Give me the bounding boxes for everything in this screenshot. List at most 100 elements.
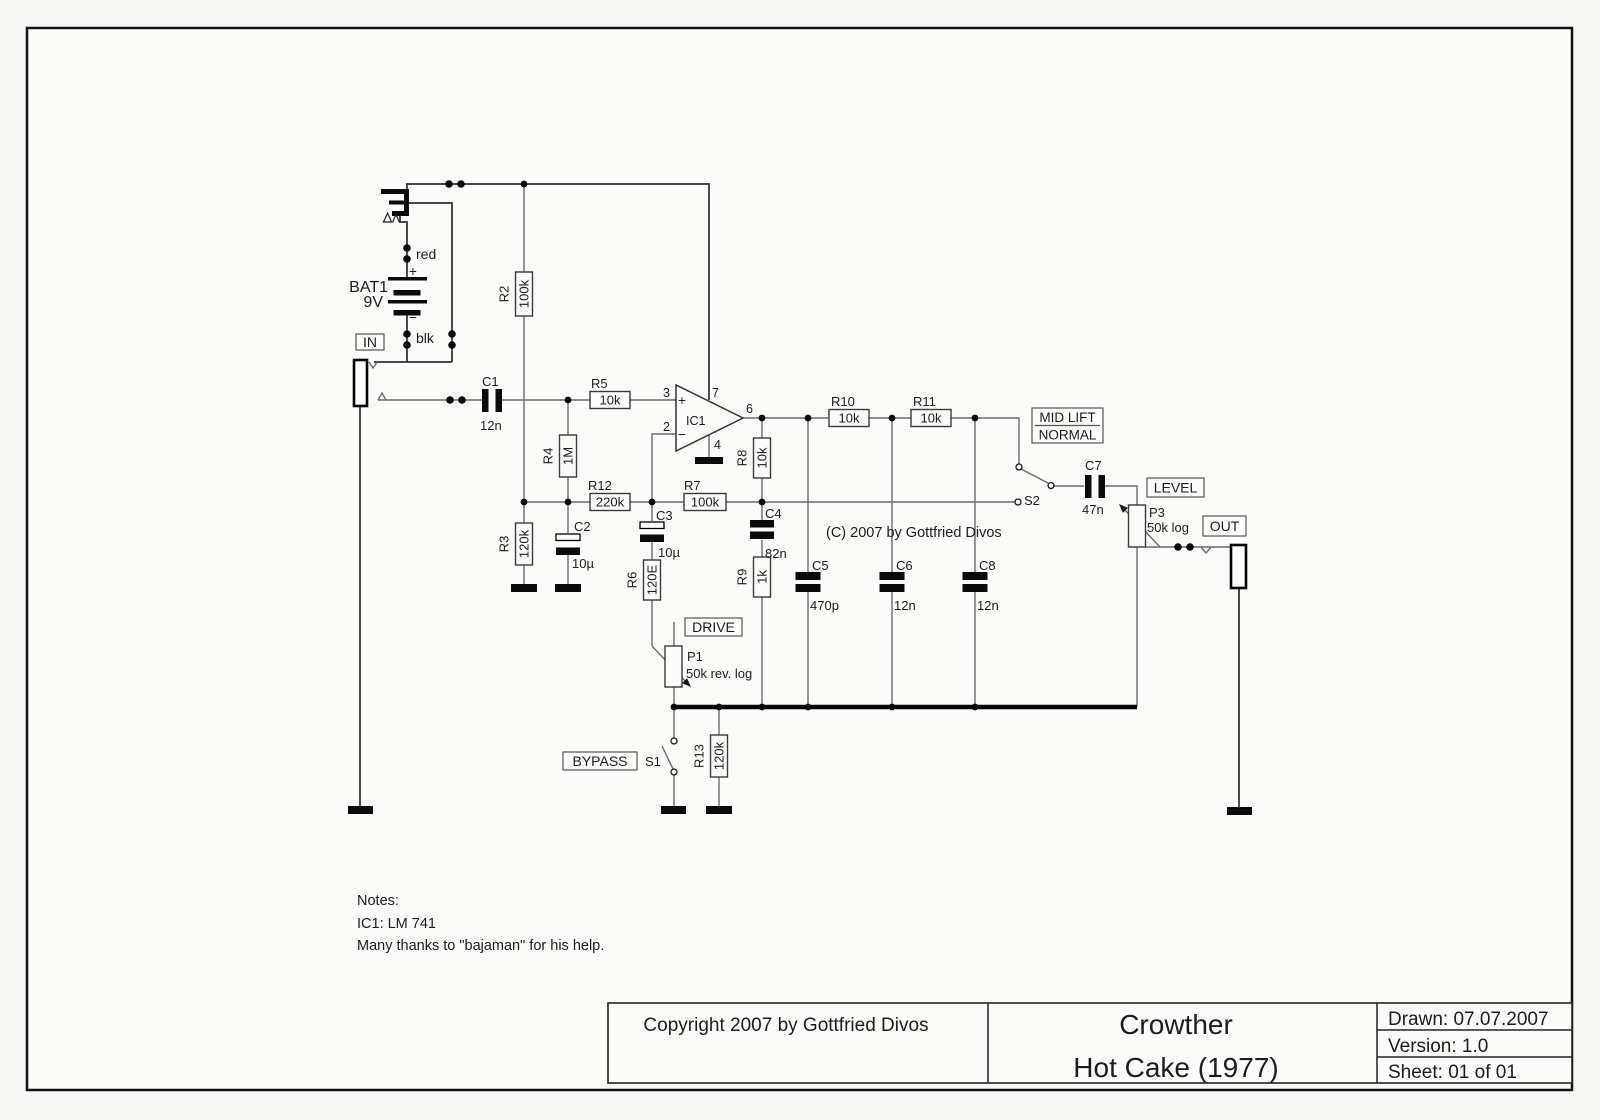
s2-contact bbox=[1047, 481, 1055, 490]
input-jack-section: IN bbox=[348, 333, 466, 814]
wire-pin2 bbox=[651, 433, 676, 502]
notes-line1: IC1: LM 741 bbox=[357, 916, 436, 932]
c7-plate bbox=[1085, 475, 1092, 498]
drive-label-box bbox=[684, 617, 743, 637]
junction-dot bbox=[648, 498, 656, 506]
junction-dot bbox=[670, 703, 678, 711]
c1-plate bbox=[482, 389, 489, 412]
r4-ref: R4 bbox=[541, 448, 556, 465]
s2-ref: S2 bbox=[1024, 493, 1040, 508]
ground-bar-in bbox=[348, 806, 373, 814]
page-border bbox=[25, 26, 1574, 1092]
out-label: OUT bbox=[1210, 518, 1240, 534]
connector-dot bbox=[446, 396, 454, 404]
s1-contact bbox=[670, 737, 678, 745]
connector-dot bbox=[403, 255, 411, 263]
resistor-bodies bbox=[514, 271, 1147, 778]
junction-dot bbox=[888, 703, 896, 711]
in-jack-tip-notch bbox=[368, 361, 378, 370]
capacitors bbox=[482, 389, 1105, 592]
r7-ref: R7 bbox=[684, 478, 701, 493]
junction-dot bbox=[520, 180, 528, 188]
battery-plate-long1 bbox=[388, 277, 427, 281]
c3-value: 10µ bbox=[658, 545, 680, 560]
junction-dot bbox=[971, 703, 979, 711]
bypass-label: BYPASS bbox=[573, 753, 628, 769]
r8-body bbox=[752, 437, 772, 479]
battery-plate-long2 bbox=[388, 300, 427, 304]
c8-ref: C8 bbox=[979, 558, 996, 573]
s1-lever bbox=[661, 745, 674, 770]
wire-dcjack-switch bbox=[404, 202, 453, 362]
ground-bar-out bbox=[1227, 807, 1252, 815]
junction-dot bbox=[888, 414, 896, 422]
r6-value: 120E bbox=[645, 564, 660, 595]
connector-dot bbox=[403, 330, 411, 338]
r9-ref: R9 bbox=[735, 569, 750, 586]
out-label-box bbox=[1202, 515, 1247, 537]
r3-ref: R3 bbox=[497, 536, 512, 553]
p3-value: 50k log bbox=[1147, 520, 1189, 535]
junction-dot bbox=[520, 498, 528, 506]
p1-body bbox=[664, 645, 683, 688]
r7-value: 100k bbox=[691, 495, 720, 510]
connector-dot bbox=[403, 244, 411, 252]
p1-value: 50k rev. log bbox=[686, 666, 752, 681]
c6-ref: C6 bbox=[896, 558, 913, 573]
c7-plate bbox=[1098, 475, 1105, 498]
ground-bar-c2 bbox=[555, 584, 581, 592]
c5-value: 470p bbox=[810, 598, 839, 613]
junction-dot bbox=[715, 703, 723, 711]
normal-label: NORMAL bbox=[1039, 428, 1097, 443]
in-label: IN bbox=[363, 334, 377, 350]
output-jack-section bbox=[1229, 543, 1248, 590]
c6-plate bbox=[879, 572, 905, 580]
dc-jack-arrow-icon bbox=[382, 211, 393, 223]
r8-ref: R8 bbox=[735, 450, 750, 467]
r12-value: 220k bbox=[596, 495, 625, 510]
connector-dot bbox=[1174, 543, 1182, 551]
c7-ref: C7 bbox=[1085, 458, 1102, 473]
c1-value: 12n bbox=[480, 418, 502, 433]
battery-plus-sign: + bbox=[409, 264, 417, 279]
r2-value: 100k bbox=[517, 279, 532, 308]
connector-dot bbox=[457, 180, 465, 188]
connector-dot bbox=[458, 396, 466, 404]
opamp-triangle-icon bbox=[675, 383, 745, 453]
junction-dot bbox=[564, 498, 572, 506]
r3-body bbox=[514, 522, 534, 566]
r2-body bbox=[514, 271, 534, 317]
opamp-pin4: 4 bbox=[714, 438, 721, 452]
title-block-dividers bbox=[987, 1003, 1572, 1083]
out-jack-icon bbox=[1229, 543, 1248, 590]
c7-value: 47n bbox=[1082, 502, 1104, 517]
r5-body bbox=[589, 390, 631, 410]
wire-c7 bbox=[1054, 485, 1138, 505]
title-copyright: Copyright 2007 by Gottfried Divos bbox=[643, 1015, 928, 1036]
s1-contact bbox=[670, 768, 678, 776]
junction-dot bbox=[758, 498, 766, 506]
r11-ref: R11 bbox=[913, 394, 936, 409]
c2-plate-pos bbox=[555, 533, 581, 542]
ground-bar-r13 bbox=[706, 806, 732, 814]
r12-ref: R12 bbox=[588, 478, 612, 493]
r11-body bbox=[910, 408, 952, 428]
s2-lever bbox=[1020, 468, 1049, 484]
junction-dot bbox=[564, 396, 572, 404]
title-block: Copyright 2007 by Gottfried Divos Crowth… bbox=[607, 1002, 1573, 1084]
battery-minus-sign: − bbox=[409, 310, 417, 325]
opamp-pin6: 6 bbox=[746, 402, 753, 416]
junction-dot bbox=[758, 703, 766, 711]
connector-dot bbox=[448, 330, 456, 338]
r4-body bbox=[558, 434, 578, 478]
title-drawn: Drawn: 07.07.2007 bbox=[1388, 1009, 1549, 1030]
r13-ref: R13 bbox=[692, 744, 707, 768]
connector-dot bbox=[1186, 543, 1194, 551]
midlift-label: MID LIFT bbox=[1039, 410, 1095, 425]
level-label: LEVEL bbox=[1154, 480, 1198, 496]
junction-dot bbox=[971, 414, 979, 422]
label-boxes: DRIVE BYPASS LEVEL OUT MID LIFT NORMAL bbox=[562, 407, 1247, 771]
connector-dot bbox=[448, 341, 456, 349]
